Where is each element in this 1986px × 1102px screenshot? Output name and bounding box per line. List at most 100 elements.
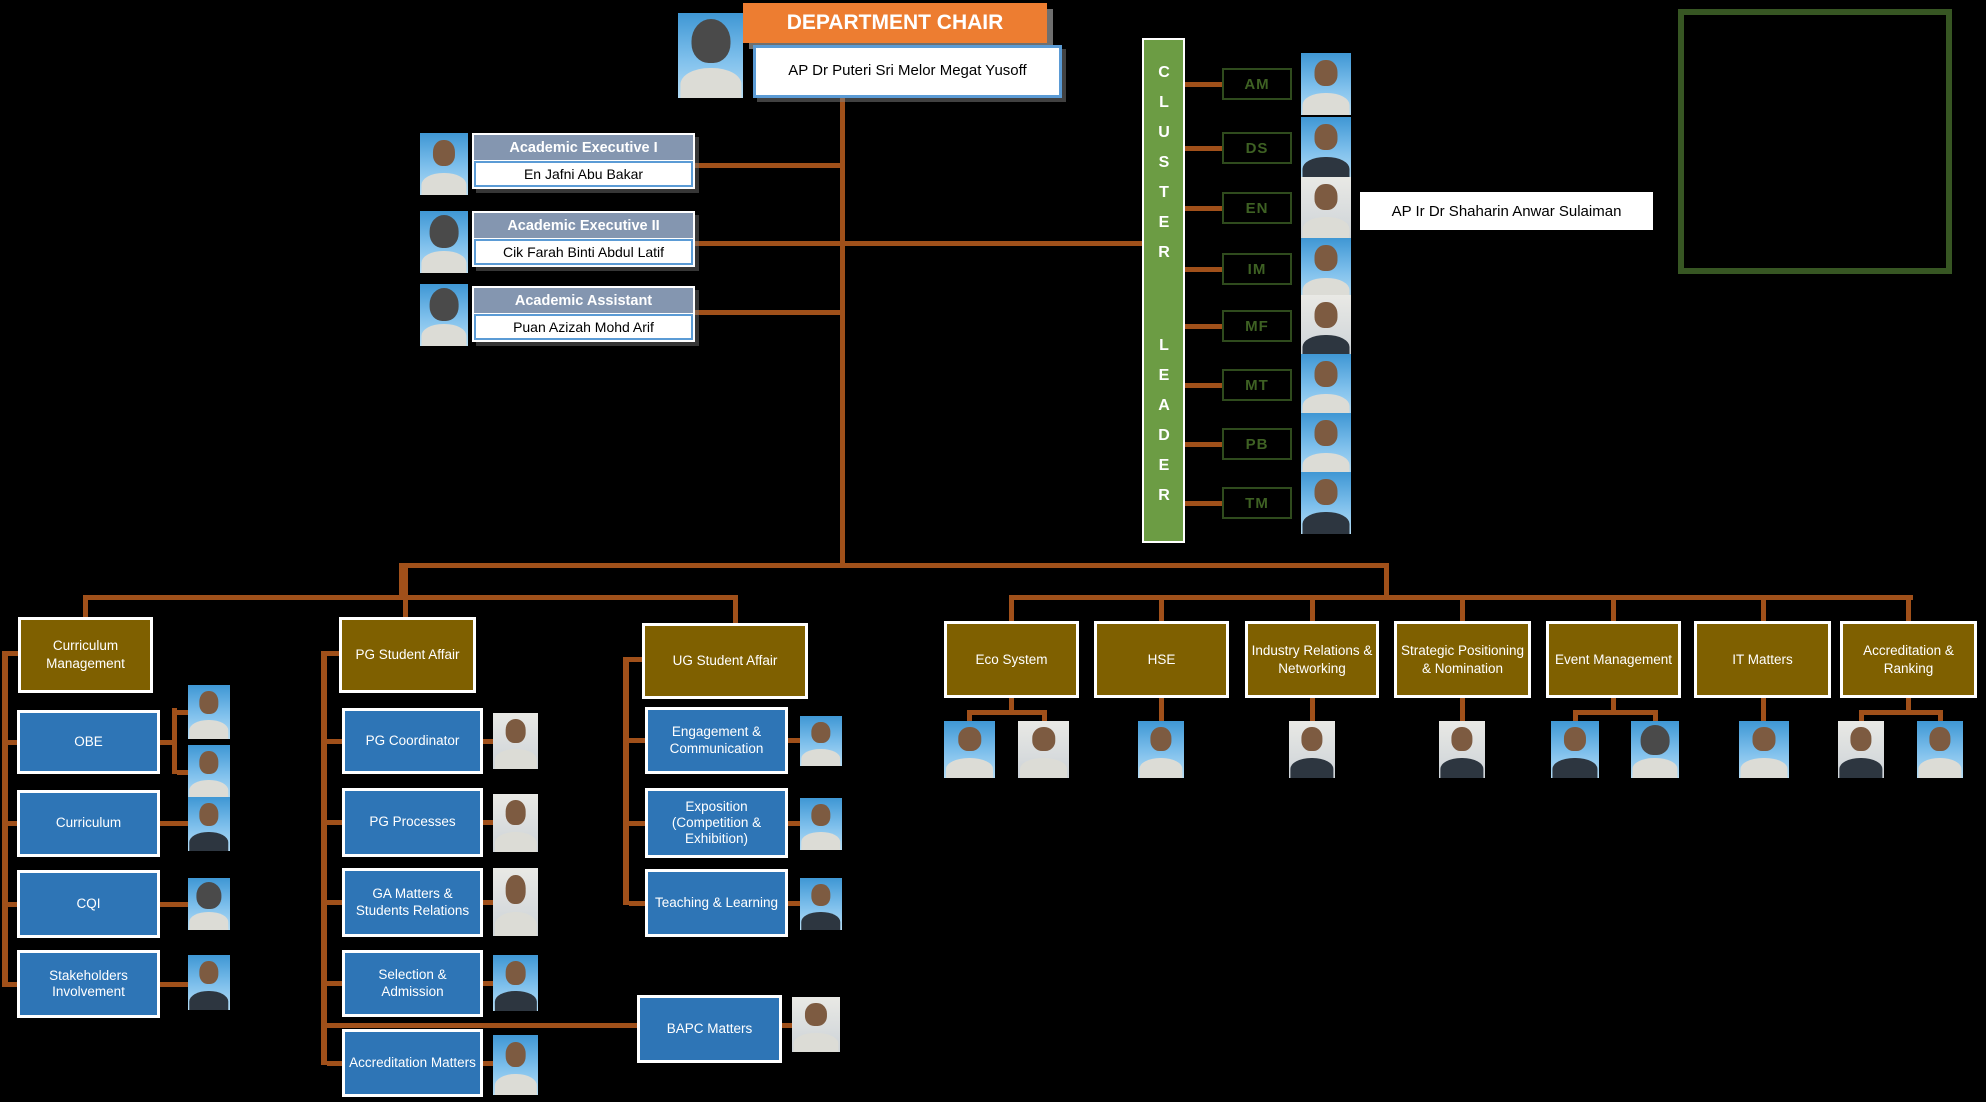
staff-photo-3 bbox=[420, 284, 468, 346]
member-photo bbox=[944, 721, 995, 778]
connector-line bbox=[1310, 595, 1315, 623]
cluster-leader-photo-mf bbox=[1301, 295, 1351, 357]
connector-line bbox=[483, 820, 493, 825]
committee-accreditation-ranking: Accreditation & Ranking bbox=[1840, 621, 1977, 698]
connector-line bbox=[1906, 698, 1911, 712]
chair-name: AP Dr Puteri Sri Melor Megat Yusoff bbox=[753, 45, 1062, 98]
connector-line bbox=[1009, 698, 1014, 712]
branch-curriculum-management: Curriculum Management bbox=[18, 617, 153, 693]
connector-line bbox=[1761, 698, 1766, 723]
connector-line bbox=[1009, 595, 1014, 623]
connector-line bbox=[327, 981, 342, 986]
connector-line bbox=[327, 1061, 342, 1066]
connector-line bbox=[1042, 710, 1047, 723]
connector-line bbox=[629, 821, 645, 826]
task-pg-coordinator: PG Coordinator bbox=[342, 708, 483, 774]
cluster-leader-photo-am bbox=[1301, 53, 1351, 115]
connector-line bbox=[1185, 146, 1222, 151]
connector-line bbox=[327, 651, 339, 656]
staff-photo-1 bbox=[420, 133, 468, 195]
chair-photo bbox=[678, 13, 743, 98]
connector-line bbox=[629, 901, 645, 906]
task-engagement-communication: Engagement & Communication bbox=[645, 707, 788, 774]
member-photo bbox=[493, 1035, 538, 1095]
connector-line bbox=[177, 710, 188, 715]
connector-line bbox=[1906, 595, 1911, 623]
connector-line bbox=[8, 740, 17, 745]
cluster-leader-bar: CLUSTER LEADER bbox=[1142, 38, 1185, 543]
connector-line bbox=[8, 821, 17, 826]
connector-line bbox=[733, 595, 738, 627]
member-photo bbox=[188, 955, 230, 1010]
member-photo bbox=[1838, 721, 1884, 778]
task-accreditation-matters: Accreditation Matters bbox=[342, 1029, 483, 1097]
connector-line bbox=[967, 710, 972, 723]
cluster-code-tm: TM bbox=[1222, 487, 1292, 519]
cluster-leader-photo-pb bbox=[1301, 413, 1351, 475]
committee-it-matters: IT Matters bbox=[1694, 621, 1831, 698]
connector-line bbox=[1859, 710, 1943, 715]
member-photo bbox=[493, 955, 538, 1011]
member-photo bbox=[1739, 721, 1789, 778]
connector-line bbox=[8, 982, 17, 987]
connector-line bbox=[695, 241, 840, 246]
staff-photo-2 bbox=[420, 211, 468, 273]
connector-line bbox=[160, 982, 188, 987]
connector-line bbox=[399, 563, 1389, 568]
cluster-leader-word-1: CLUSTER bbox=[1155, 64, 1173, 274]
cluster-code-pb: PB bbox=[1222, 428, 1292, 460]
member-photo bbox=[1631, 721, 1679, 778]
connector-line bbox=[843, 241, 1142, 246]
staff-name: En Jafni Abu Bakar bbox=[474, 161, 693, 187]
member-photo bbox=[493, 868, 538, 936]
connector-line bbox=[1185, 383, 1222, 388]
task-selection-admission: Selection & Admission bbox=[342, 950, 483, 1017]
connector-line bbox=[1185, 267, 1222, 272]
cluster-leader-photo-en bbox=[1301, 177, 1351, 239]
connector-line bbox=[321, 651, 327, 1065]
connector-line bbox=[695, 310, 840, 315]
member-photo bbox=[188, 797, 230, 851]
staff-role: Academic Executive II bbox=[474, 213, 693, 238]
member-photo bbox=[1439, 721, 1485, 778]
connector-line bbox=[1859, 710, 1864, 723]
task-pg-processes: PG Processes bbox=[342, 788, 483, 857]
connector-line bbox=[1159, 595, 1164, 623]
en-cluster-leader-name: AP Ir Dr Shaharin Anwar Sulaiman bbox=[1360, 192, 1653, 230]
connector-line bbox=[1938, 710, 1943, 723]
cluster-code-im: IM bbox=[1222, 253, 1292, 285]
member-photo bbox=[800, 716, 842, 766]
connector-line bbox=[403, 563, 408, 621]
connector-line bbox=[1185, 442, 1222, 447]
committee-industry-relations: Industry Relations & Networking bbox=[1245, 621, 1379, 698]
member-photo bbox=[188, 878, 230, 930]
staff-name: Puan Azizah Mohd Arif bbox=[474, 314, 693, 340]
chair-title: DEPARTMENT CHAIR bbox=[743, 3, 1047, 43]
connector-line bbox=[782, 1023, 792, 1028]
connector-line bbox=[160, 740, 174, 745]
connector-line bbox=[1384, 563, 1389, 600]
committee-hse: HSE bbox=[1094, 621, 1229, 698]
member-photo bbox=[1138, 721, 1184, 778]
cluster-code-am: AM bbox=[1222, 68, 1292, 100]
staff-card-2: Academic Executive II Cik Farah Binti Ab… bbox=[472, 211, 695, 267]
connector-line bbox=[1460, 698, 1465, 723]
task-exposition: Exposition (Competition & Exhibition) bbox=[645, 788, 788, 858]
connector-line bbox=[629, 657, 642, 662]
connector-line bbox=[83, 595, 88, 621]
connector-line bbox=[1611, 595, 1616, 623]
branch-pg-student-affair: PG Student Affair bbox=[339, 617, 476, 693]
connector-line bbox=[483, 739, 493, 744]
cluster-leader-photo-ds bbox=[1301, 117, 1351, 179]
cluster-leader-photo-tm bbox=[1301, 472, 1351, 534]
task-obe: OBE bbox=[17, 710, 160, 774]
connector-line bbox=[629, 738, 645, 743]
committee-strategic-positioning: Strategic Positioning & Nomination bbox=[1394, 621, 1531, 698]
staff-card-1: Academic Executive I En Jafni Abu Bakar bbox=[472, 133, 695, 189]
connector-line bbox=[1310, 698, 1315, 723]
connector-line bbox=[399, 563, 404, 600]
member-photo bbox=[188, 745, 230, 799]
connector-line bbox=[2, 651, 8, 987]
member-photo bbox=[792, 997, 840, 1052]
